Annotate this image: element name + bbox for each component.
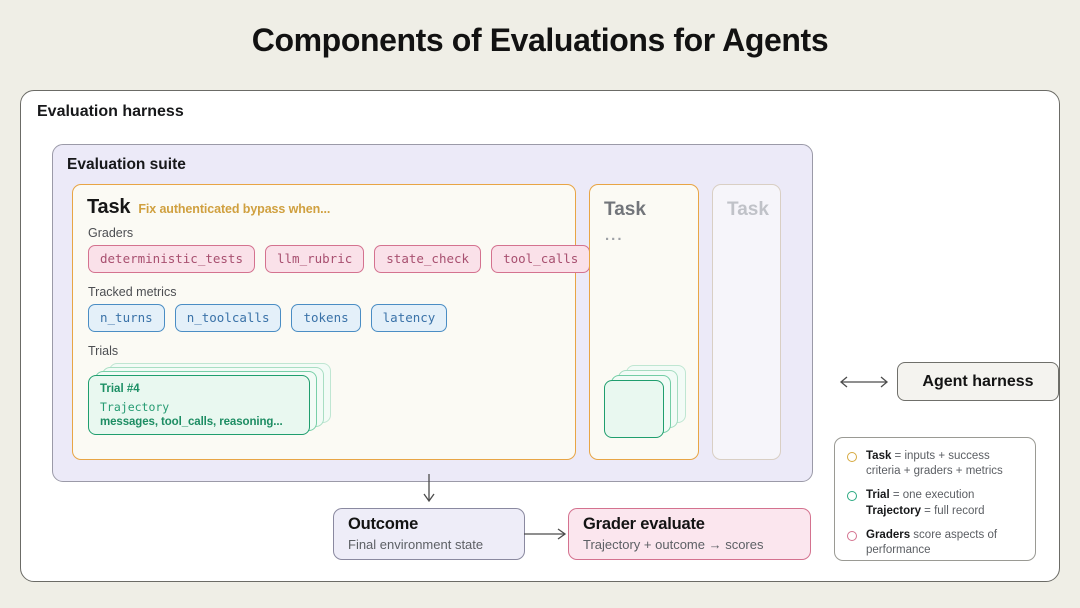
trial-card-stack: Trial #4 Trajectory messages, tool_calls… bbox=[88, 363, 333, 435]
evaluation-harness-panel: Evaluation harness Evaluation suite Task… bbox=[20, 90, 1060, 582]
metric-pill[interactable]: latency bbox=[370, 304, 448, 333]
legend-desc: = inputs + success criteria + graders + … bbox=[866, 450, 1003, 478]
legend-desc: = one execution bbox=[889, 489, 975, 502]
task-title: Task bbox=[604, 199, 646, 220]
legend-item-text: Task = inputs + success criteria + grade… bbox=[866, 449, 1023, 479]
legend-dot-icon bbox=[847, 452, 857, 462]
metric-pill[interactable]: n_turns bbox=[88, 304, 165, 333]
grader-pill[interactable]: state_check bbox=[374, 245, 482, 274]
legend-item-task: Task = inputs + success criteria + grade… bbox=[847, 449, 1023, 479]
metrics-section-label: Tracked metrics bbox=[88, 285, 177, 299]
legend-item-text: Graders score aspects of performance bbox=[866, 528, 1023, 558]
grader-evaluate-subtitle: Trajectory + outcome → scores bbox=[583, 537, 764, 552]
metrics-pill-row: n_turns n_toolcalls tokens latency bbox=[88, 304, 448, 333]
metric-pill[interactable]: n_toolcalls bbox=[174, 304, 282, 333]
trial-card-front[interactable] bbox=[604, 380, 664, 438]
graders-section-label: Graders bbox=[88, 226, 134, 240]
trial-number: Trial #4 bbox=[100, 383, 140, 395]
bidirectional-arrow-icon bbox=[839, 376, 889, 388]
task-card-secondary[interactable]: Task ... bbox=[589, 184, 699, 460]
grader-pill[interactable]: llm_rubric bbox=[265, 245, 365, 274]
task-title: Task bbox=[727, 199, 769, 220]
task-title: Task bbox=[87, 196, 131, 218]
evaluation-suite-label: Evaluation suite bbox=[67, 156, 186, 173]
right-arrow-icon bbox=[524, 528, 567, 540]
outcome-box[interactable]: Outcome Final environment state bbox=[333, 508, 525, 560]
metric-pill[interactable]: tokens bbox=[291, 304, 361, 333]
outcome-title: Outcome bbox=[348, 515, 419, 533]
task-ellipsis: ... bbox=[605, 227, 624, 244]
trial-card-stack bbox=[604, 365, 688, 439]
graders-pill-row: deterministic_tests llm_rubric state_che… bbox=[88, 245, 591, 274]
grader-pill[interactable]: tool_calls bbox=[491, 245, 591, 274]
task-card-primary[interactable]: Task Fix authenticated bypass when... Gr… bbox=[72, 184, 591, 460]
task-subtitle: Fix authenticated bypass when... bbox=[138, 202, 331, 216]
legend-desc-2: = full record bbox=[920, 504, 985, 517]
legend-term: Graders bbox=[866, 528, 911, 541]
task-header: Task Fix authenticated bypass when... bbox=[87, 196, 330, 219]
outcome-subtitle: Final environment state bbox=[348, 537, 484, 552]
trial-trajectory-label: Trajectory bbox=[100, 400, 170, 414]
legend-term: Trial bbox=[866, 489, 890, 502]
trial-card-front[interactable]: Trial #4 Trajectory messages, tool_calls… bbox=[88, 375, 310, 435]
down-arrow-icon bbox=[423, 474, 435, 503]
legend-desc: score aspects of performance bbox=[866, 528, 998, 556]
agent-harness-label: Agent harness bbox=[922, 372, 1034, 390]
grader-evaluate-box[interactable]: Grader evaluate Trajectory + outcome → s… bbox=[568, 508, 811, 560]
trial-trajectory-contents: messages, tool_calls, reasoning... bbox=[100, 416, 283, 428]
legend-dot-icon bbox=[847, 491, 857, 502]
evaluation-harness-label: Evaluation harness bbox=[37, 103, 184, 120]
legend-dot-icon bbox=[847, 530, 857, 541]
legend-box: Task = inputs + success criteria + grade… bbox=[834, 437, 1036, 561]
page-title: Components of Evaluations for Agents bbox=[251, 22, 829, 58]
task-card-tertiary[interactable]: Task bbox=[712, 184, 781, 460]
grader-evaluate-title: Grader evaluate bbox=[583, 515, 705, 533]
grader-pill[interactable]: deterministic_tests bbox=[88, 245, 255, 274]
legend-term-2: Trajectory bbox=[866, 504, 921, 517]
trials-section-label: Trials bbox=[88, 344, 119, 358]
legend-term: Task bbox=[866, 450, 892, 462]
evaluation-suite-panel: Evaluation suite Task Fix authenticated … bbox=[52, 144, 813, 482]
legend-item-graders: Graders score aspects of performance bbox=[847, 528, 1023, 558]
agent-harness-box[interactable]: Agent harness bbox=[897, 362, 1059, 401]
